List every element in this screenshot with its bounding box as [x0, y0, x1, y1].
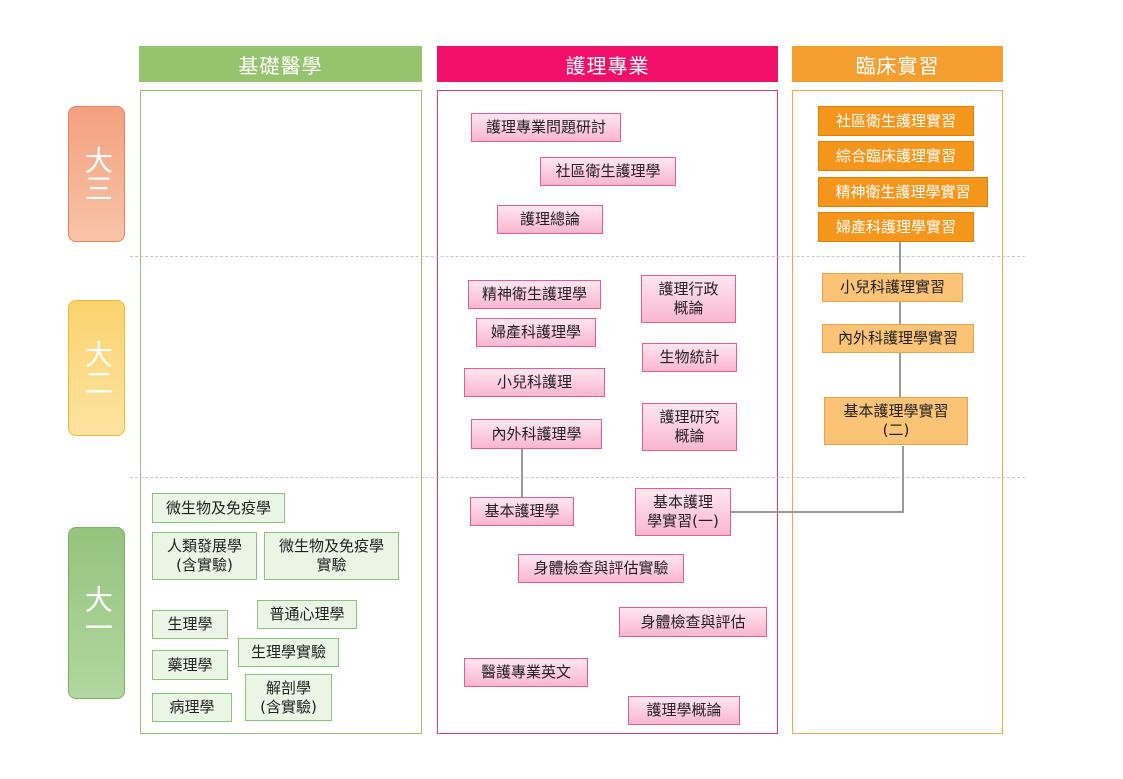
course-obstetric-practicum: 婦產科護理學實習: [818, 212, 974, 242]
course-nursing-administration: 護理行政 概論: [641, 275, 736, 323]
year-label-senior: 大三: [68, 106, 125, 242]
year-label-junior: 大二: [68, 300, 125, 436]
course-medical-surgical-nursing: 內外科護理學: [471, 419, 602, 449]
course-physical-assessment: 身體檢查與評估: [619, 607, 767, 637]
course-fundamentals-nursing: 基本護理學: [470, 497, 574, 526]
course-pharmacology: 藥理學: [152, 650, 228, 680]
course-pediatric-nursing: 小兒科護理: [464, 368, 605, 397]
course-microbiology-immunology-lab: 微生物及免疫學 實驗: [264, 532, 399, 580]
course-nursing-overview: 護理總論: [497, 205, 603, 234]
course-anatomy: 解剖學 (含實驗): [245, 674, 332, 721]
header-nursing-professional: 護理專業: [437, 46, 778, 82]
course-biostatistics: 生物統計: [642, 343, 737, 372]
course-psychiatric-nursing: 精神衛生護理學: [468, 280, 601, 309]
course-pathology: 病理學: [152, 693, 232, 722]
course-general-psychology: 普通心理學: [257, 600, 357, 629]
course-integrated-clinical-practicum: 綜合臨床護理實習: [818, 141, 974, 171]
course-physiology: 生理學: [152, 610, 228, 639]
year-label-freshman: 大一: [68, 527, 125, 699]
year-label-freshman-text: 大一: [80, 585, 114, 641]
course-obstetric-nursing: 婦產科護理學: [476, 318, 596, 347]
course-physical-assessment-lab: 身體檢查與評估實驗: [518, 554, 684, 583]
course-physiology-lab: 生理學實驗: [238, 638, 339, 667]
header-basic-medicine: 基礎醫學: [139, 46, 422, 82]
course-fundamentals-practicum-2: 基本護理學實習 (二): [824, 397, 968, 445]
year-separator-2-1: [130, 477, 1025, 478]
connector-practice-one-to-two: [731, 446, 904, 513]
course-nursing-issues-seminar: 護理專業問題研討: [471, 113, 621, 142]
year-label-junior-text: 大二: [80, 340, 114, 396]
course-introduction-nursing: 護理學概論: [628, 696, 740, 725]
course-psychiatric-practicum: 精神衛生護理學實習: [818, 177, 988, 207]
course-fundamentals-practicum-1: 基本護理 學實習(一): [635, 488, 731, 536]
course-nursing-research: 護理研究 概論: [642, 403, 737, 451]
header-clinical-practice: 臨床實習: [792, 46, 1003, 82]
course-pediatric-practicum: 小兒科護理實習: [822, 273, 963, 302]
course-microbiology-immunology: 微生物及免疫學: [152, 493, 285, 523]
year-separator-3-2: [130, 256, 1025, 257]
course-community-health-nursing: 社區衛生護理學: [540, 157, 676, 186]
course-human-development: 人類發展學 (含實驗): [152, 532, 257, 580]
course-medical-surgical-practicum: 內外科護理學實習: [822, 324, 974, 353]
year-label-senior-text: 大三: [80, 146, 114, 202]
course-medical-english: 醫護專業英文: [464, 658, 588, 687]
course-community-health-practicum: 社區衛生護理實習: [818, 106, 974, 136]
